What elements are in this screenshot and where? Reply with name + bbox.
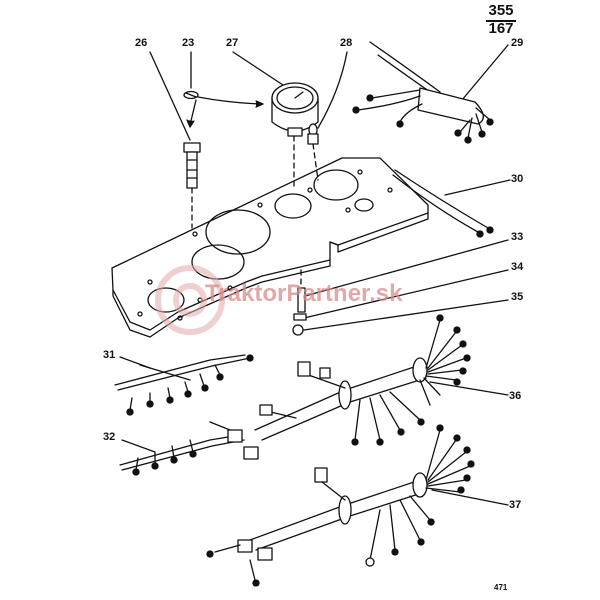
watermark-text: TraktorPartner.sk	[205, 280, 403, 307]
callout-33: 33	[511, 231, 524, 243]
part-36-main-harness	[254, 314, 509, 446]
callout-32: 32	[103, 431, 116, 443]
callout-29: 29	[511, 37, 524, 49]
callout-27: 27	[226, 37, 239, 49]
part-32-harness	[119, 421, 259, 476]
gauge-hole-small	[313, 169, 359, 201]
watermark-gear-icon	[155, 265, 225, 335]
gauge-hole-left	[147, 287, 185, 313]
part-37-lower-harness	[206, 424, 509, 587]
callout-35: 35	[511, 291, 524, 303]
page-ref-bottom: 167	[488, 20, 514, 37]
callout-26: 26	[135, 37, 148, 49]
figure-number: 471	[494, 583, 508, 592]
part-23-bulb	[183, 51, 264, 128]
callout-36: 36	[509, 390, 522, 402]
part-33-35-hardware	[292, 239, 509, 336]
part-31-harness	[114, 354, 254, 416]
part-30-wires	[392, 169, 511, 238]
callout-30: 30	[511, 173, 524, 185]
gauge-hole-large-1	[205, 209, 271, 255]
part-27-gauge	[232, 51, 319, 187]
callout-31: 31	[103, 349, 116, 361]
gauge-hole-medium	[274, 193, 312, 219]
callout-34: 34	[511, 261, 524, 273]
part-29-harness	[352, 41, 509, 144]
page-ref-top: 355	[488, 2, 514, 19]
page-ref-divider	[486, 20, 516, 22]
part-26-lamp-holder	[149, 51, 201, 229]
gauge-hole-tiny	[354, 198, 374, 212]
callout-37: 37	[509, 499, 522, 511]
callout-23: 23	[182, 37, 195, 49]
part-28-bulb-holder	[307, 51, 348, 181]
callout-28: 28	[340, 37, 353, 49]
